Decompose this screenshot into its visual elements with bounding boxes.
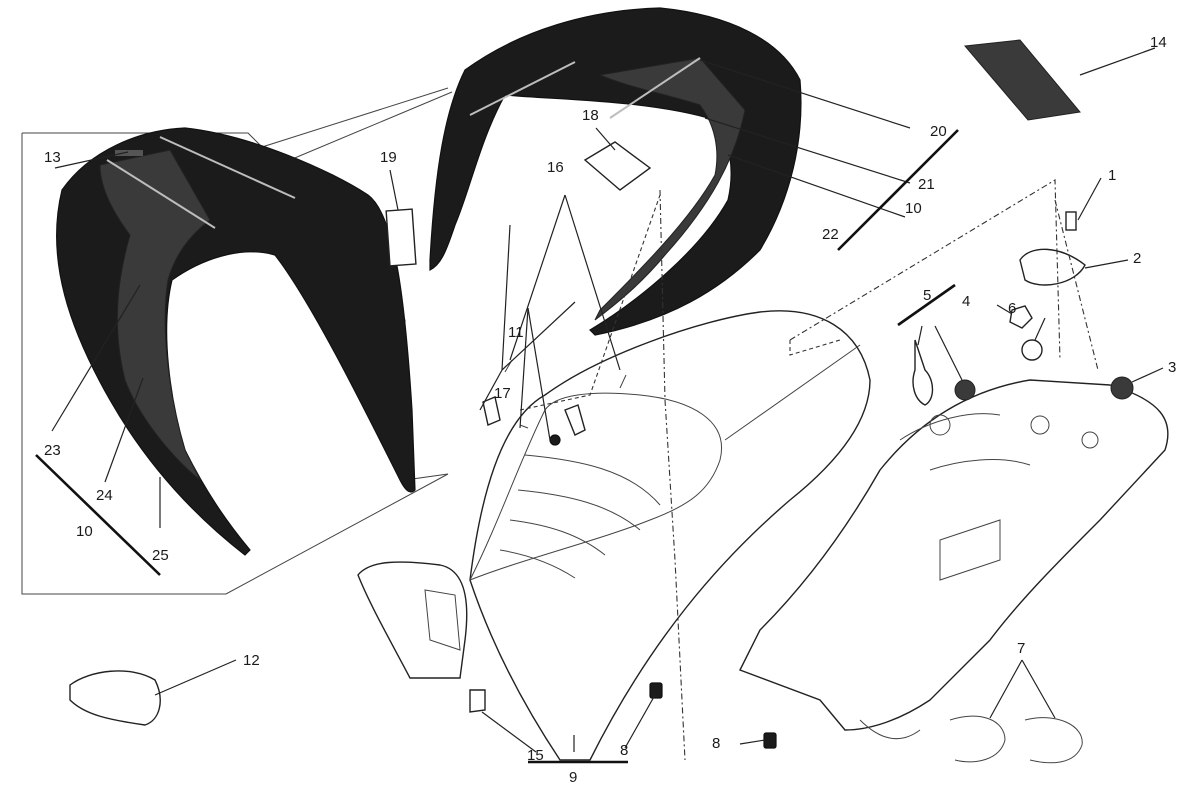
rubber-bumper — [1110, 376, 1134, 400]
seat-subframe — [739, 379, 1169, 740]
callout-1: 1 — [1108, 167, 1116, 184]
leader-lines — [51, 47, 1164, 753]
hook — [469, 689, 486, 713]
callout-17: 17 — [494, 385, 511, 402]
callout-13: 13 — [44, 149, 61, 166]
cable — [949, 715, 1006, 763]
fastener — [519, 424, 529, 429]
label-sticker — [385, 208, 417, 267]
callout-16: 16 — [547, 159, 564, 176]
key — [912, 339, 934, 406]
small-parts — [69, 39, 1134, 764]
callout-8b: 8 — [712, 735, 720, 752]
group-brackets — [35, 129, 959, 764]
lock-cylinder — [954, 379, 976, 401]
callout-15: 15 — [527, 747, 544, 764]
logo-badge-inset — [115, 150, 143, 156]
pin — [619, 374, 627, 389]
callout-25: 25 — [152, 547, 169, 564]
callout-22: 22 — [822, 226, 839, 243]
cable — [1024, 717, 1083, 764]
seat-cover-inset — [56, 127, 416, 556]
callout-12: 12 — [243, 652, 260, 669]
lock-spring — [1021, 339, 1043, 361]
clip — [564, 404, 586, 436]
callout-7: 7 — [1017, 640, 1025, 657]
callout-10a: 10 — [905, 200, 922, 217]
callout-2: 2 — [1133, 250, 1141, 267]
callout-9: 9 — [569, 769, 577, 786]
callout-21: 21 — [918, 176, 935, 193]
callout-10b: 10 — [76, 523, 93, 540]
callout-5: 5 — [923, 287, 931, 304]
nut — [1009, 305, 1033, 329]
callout-14: 14 — [1150, 34, 1167, 51]
callout-24: 24 — [96, 487, 113, 504]
seat-foam — [69, 670, 161, 726]
seat-cover-main — [429, 7, 802, 336]
callout-3: 3 — [1168, 359, 1176, 376]
callout-18: 18 — [582, 107, 599, 124]
callout-labels: 1 2 3 4 5 6 7 8 8 9 10 10 11 12 13 14 15… — [44, 34, 1176, 786]
callout-4: 4 — [962, 293, 970, 310]
callout-20: 20 — [930, 123, 947, 140]
assembly-lines — [519, 179, 1099, 761]
rider-seat — [357, 310, 871, 761]
rubber-grommet — [649, 682, 663, 699]
rubber-grommet — [763, 732, 777, 749]
latch-bracket — [1019, 248, 1086, 286]
tool-pouch — [964, 39, 1081, 121]
pad — [583, 141, 652, 191]
callout-8a: 8 — [620, 742, 628, 759]
fastener — [549, 434, 561, 446]
callout-19: 19 — [380, 149, 397, 166]
screw — [1065, 211, 1077, 231]
callout-23: 23 — [44, 442, 61, 459]
clip — [482, 396, 501, 426]
callout-11: 11 — [508, 324, 524, 341]
callout-6: 6 — [1008, 300, 1016, 317]
